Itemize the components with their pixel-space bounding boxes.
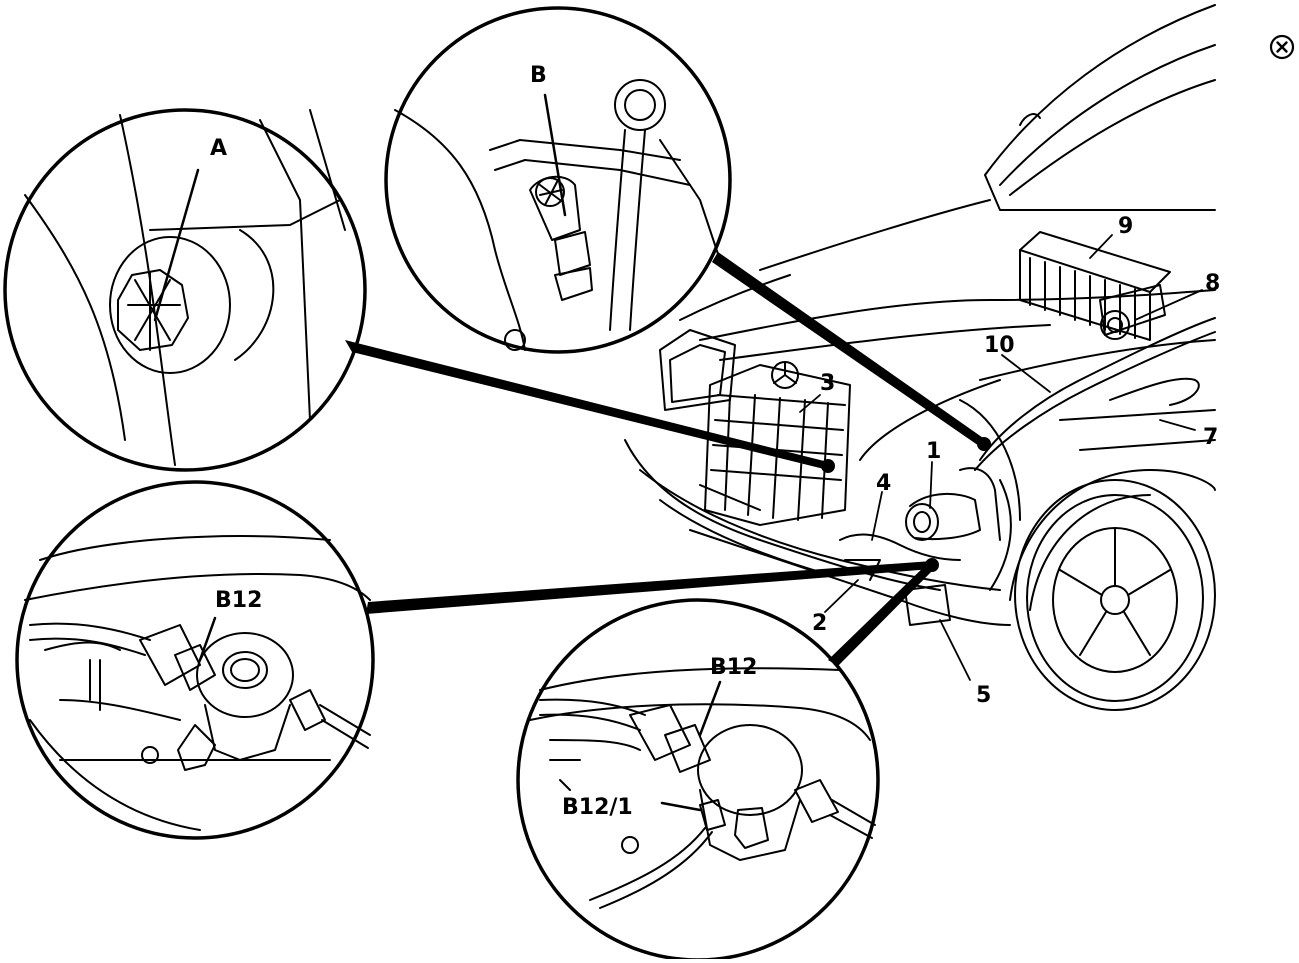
label-7: 7 xyxy=(1203,425,1218,450)
detail-circle-b12-right xyxy=(516,598,880,962)
detail-circle-b xyxy=(384,6,732,354)
car-body-outline xyxy=(624,4,1216,626)
label-9: 9 xyxy=(1118,214,1133,239)
label-b12-right: B12 xyxy=(710,655,757,680)
component-5-bracket xyxy=(904,584,951,626)
callout-labels: A B B12 B12 B12/1 1 2 3 4 5 7 8 9 10 xyxy=(210,63,1220,820)
callout-beams xyxy=(345,252,986,666)
label-5: 5 xyxy=(976,683,991,708)
component-1-pump xyxy=(905,467,1001,541)
label-2: 2 xyxy=(812,611,827,636)
label-3: 3 xyxy=(820,371,835,396)
label-b12-left: B12 xyxy=(215,588,262,613)
component-9-filter xyxy=(1019,231,1171,341)
label-b: B xyxy=(530,63,547,88)
label-a: A xyxy=(210,136,227,161)
detail-circle-a xyxy=(3,108,367,472)
close-button[interactable] xyxy=(1265,30,1299,64)
label-8: 8 xyxy=(1205,271,1220,296)
label-4: 4 xyxy=(876,471,891,496)
label-1: 1 xyxy=(926,439,941,464)
label-10: 10 xyxy=(984,333,1015,358)
leader-lines xyxy=(799,234,1203,681)
vacuum-lines xyxy=(974,317,1216,591)
label-b12-1: B12/1 xyxy=(562,795,633,820)
front-wheel xyxy=(1014,479,1216,711)
close-circle-icon xyxy=(1269,34,1295,60)
component-8-valve xyxy=(1099,284,1166,340)
detail-circle-b12-left xyxy=(15,480,375,840)
